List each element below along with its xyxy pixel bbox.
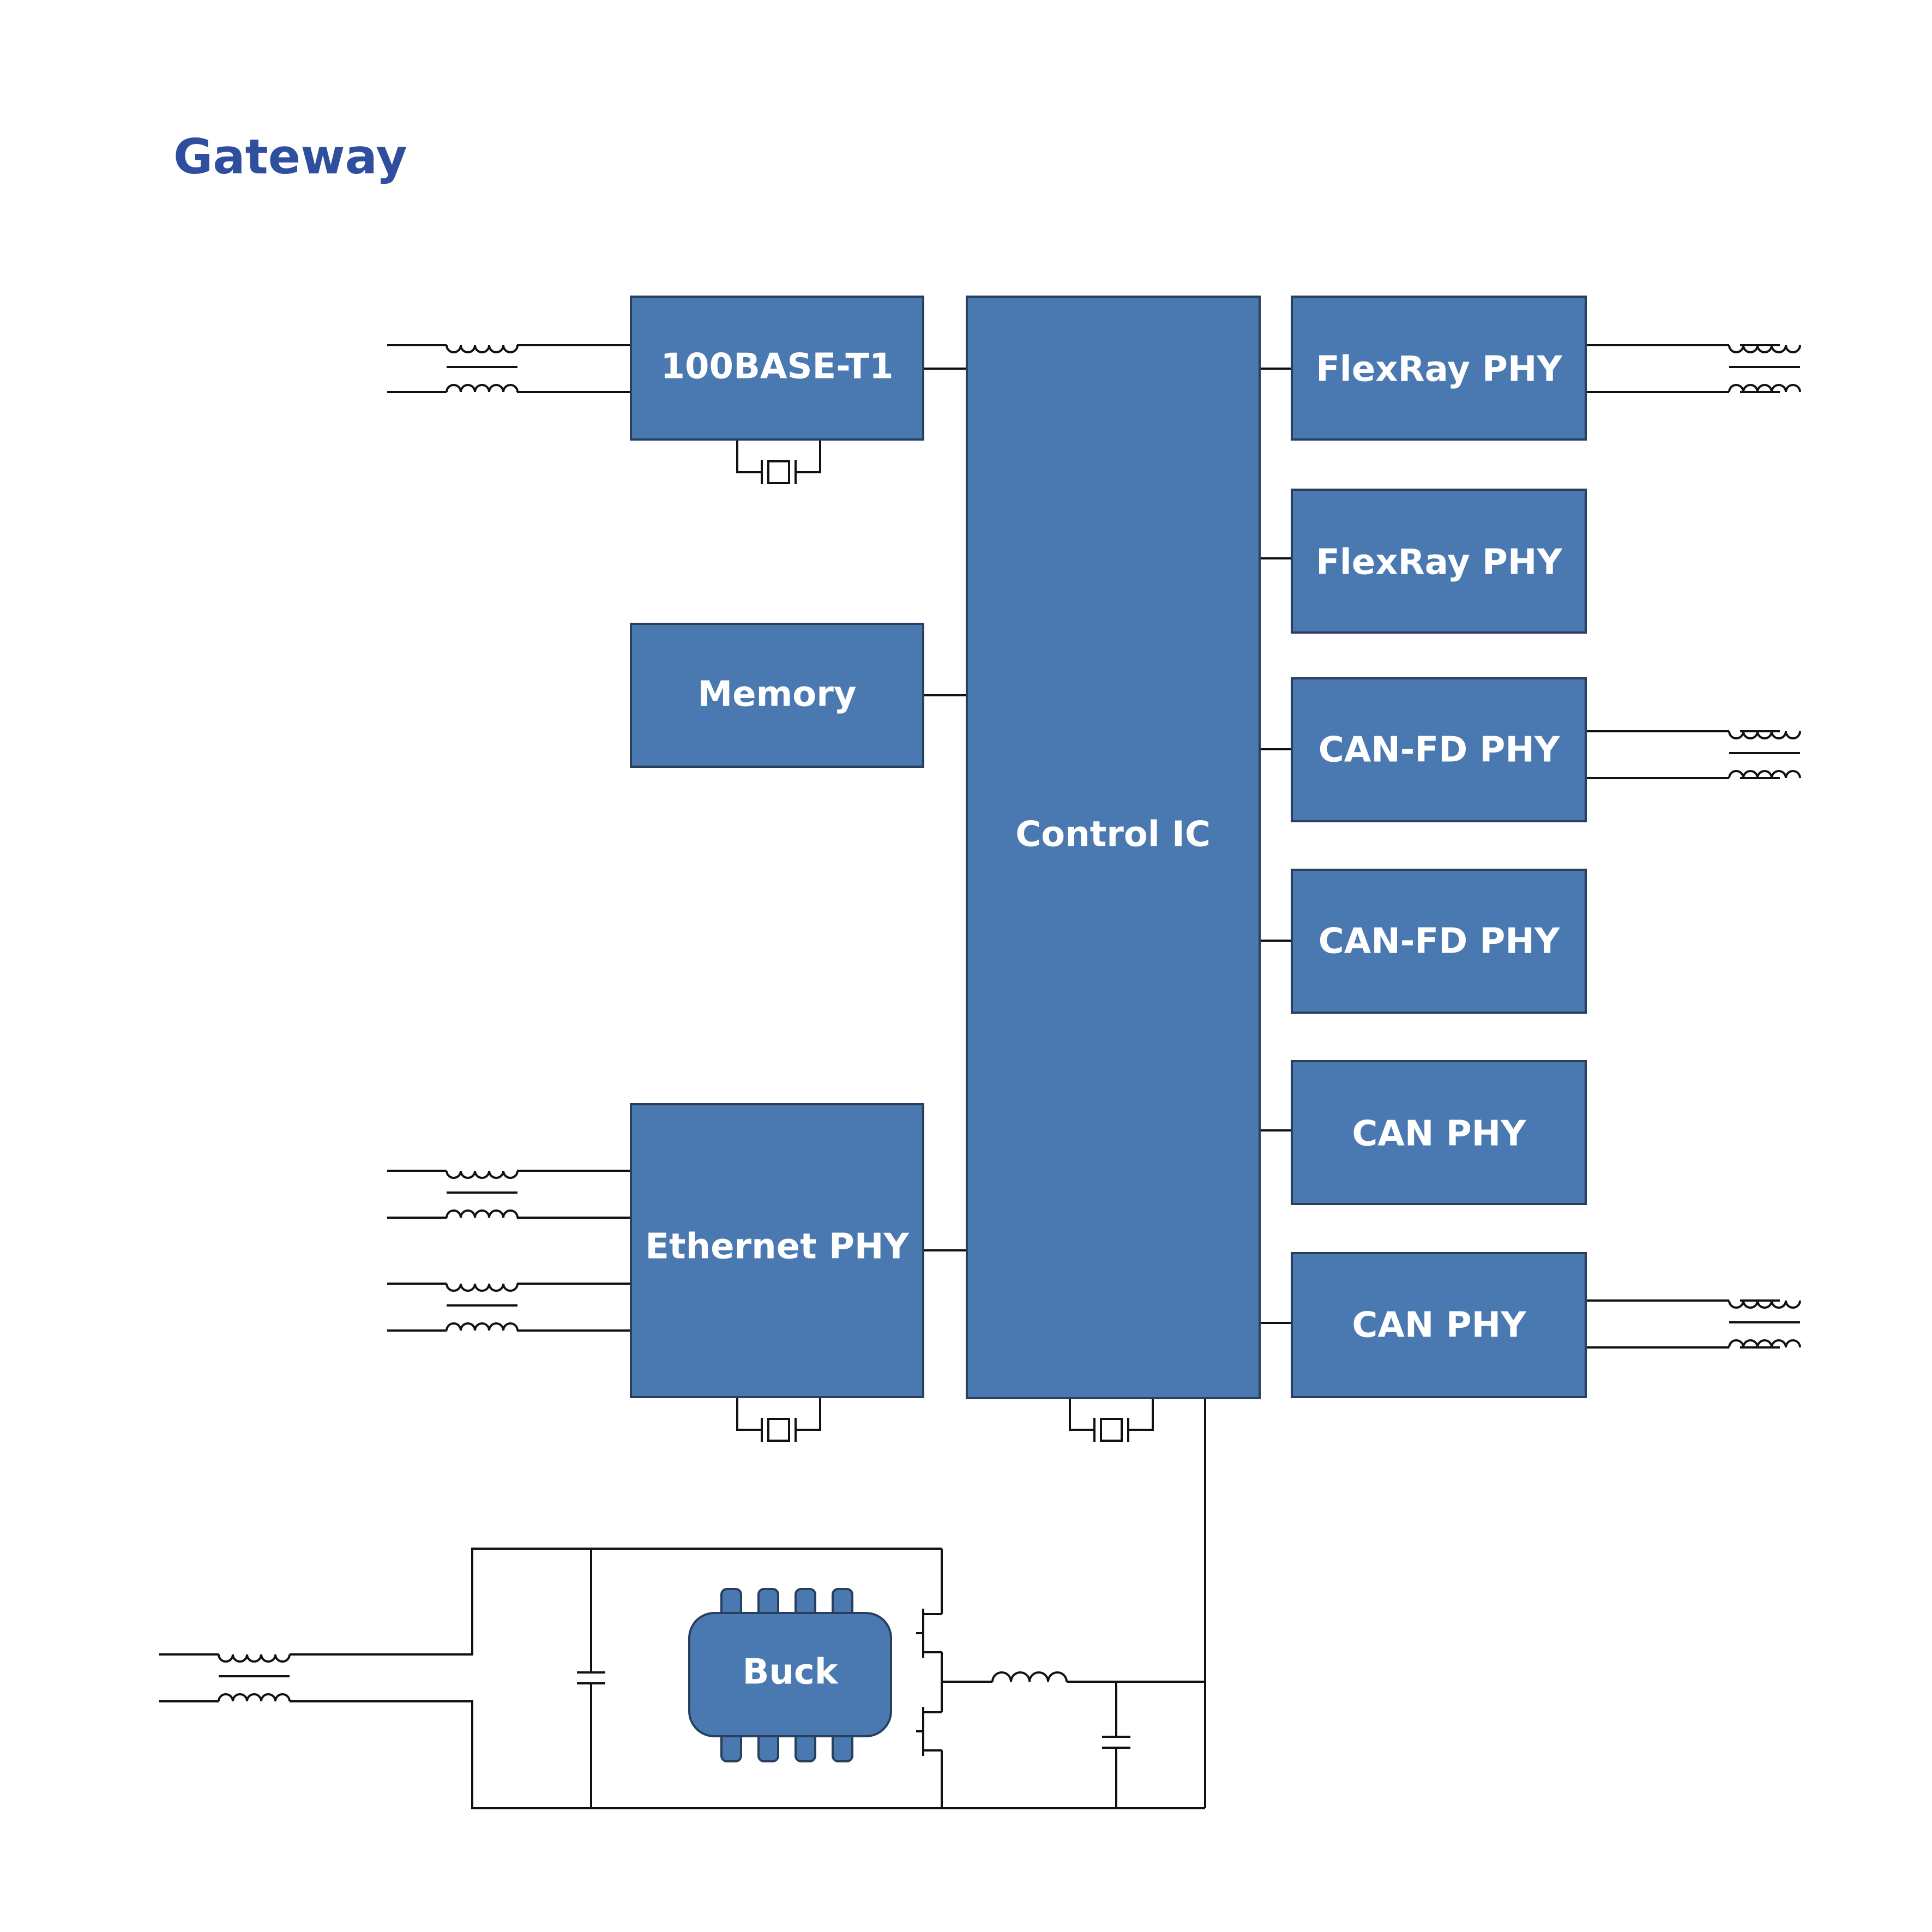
mosfet-icon [916,1549,943,1682]
crystal-icon [736,438,821,485]
choke-ethernet-1 [386,1170,631,1219]
block-flexray-phy-1: FlexRay PHY [1291,296,1587,441]
block-label: CAN-FD PHY [1319,730,1560,771]
block-can-phy-1: CAN PHY [1291,1060,1587,1205]
block-flexray-phy-2: FlexRay PHY [1291,489,1587,634]
crystal-icon [736,1396,821,1443]
block-can-phy-2: CAN PHY [1291,1252,1587,1398]
chip-icon [688,1588,892,1762]
block-label: CAN-FD PHY [1319,922,1560,962]
block-label: CAN PHY [1352,1305,1526,1346]
bus-connections [923,368,1292,1324]
mosfet-icon [916,1682,943,1808]
block-label: FlexRay PHY [1316,350,1562,390]
block-canfd-phy-1: CAN-FD PHY [1291,677,1587,822]
block-canfd-phy-2: CAN-FD PHY [1291,869,1587,1014]
choke-canfd-1 [1586,730,1801,779]
choke-can-2 [1586,1299,1801,1349]
choke-icon [158,1653,291,1702]
block-label: 100BASE-T1 [660,347,893,387]
block-100base-t1: 100BASE-T1 [630,296,924,441]
block-label: Memory [697,675,856,715]
choke-flexray-1 [1586,344,1801,393]
block-memory: Memory [630,623,924,768]
buck-controller: Buck [688,1588,892,1762]
block-ethernet-phy: Ethernet PHY [630,1103,924,1398]
choke-ethernet-2 [386,1283,631,1332]
crystal-icon [1069,1396,1154,1443]
power-supply-circuit [158,1398,1206,1809]
block-label: Ethernet PHY [645,1227,909,1267]
block-control-ic: Control IC [966,296,1261,1399]
block-label: CAN PHY [1352,1114,1526,1154]
buck-label: Buck [743,1652,839,1693]
block-label: FlexRay PHY [1316,543,1562,583]
inductor-icon [991,1671,1068,1682]
capacitor-icon [1102,1682,1130,1808]
choke-100base-t1 [386,344,631,393]
diagram-title: Gateway [173,129,407,185]
block-label: Control IC [1015,815,1211,855]
capacitor-icon [577,1549,605,1808]
